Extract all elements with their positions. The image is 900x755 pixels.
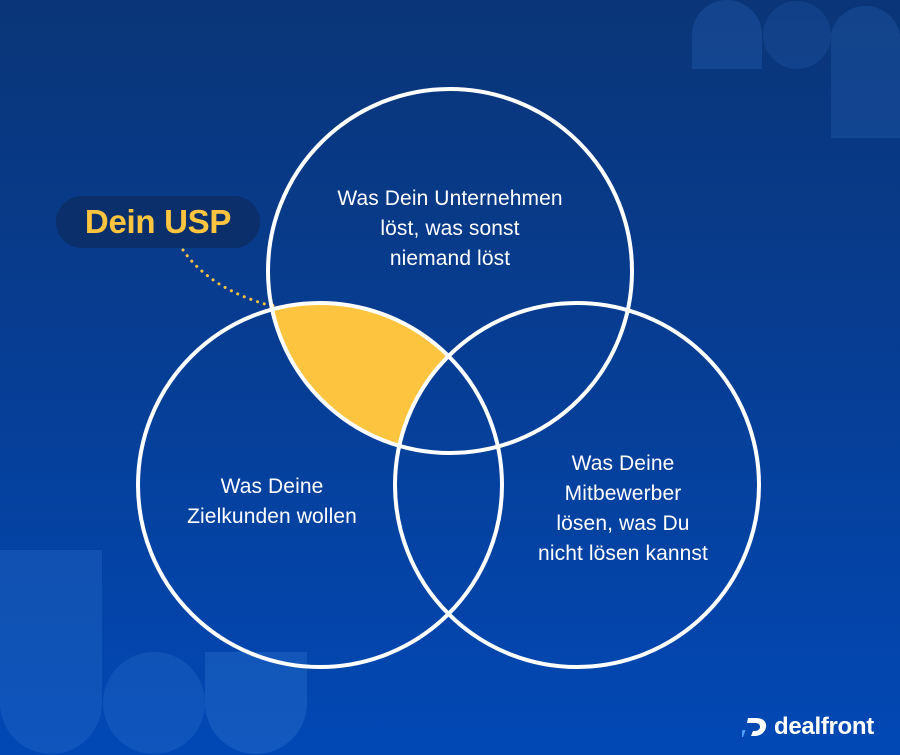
- circle-left-label: Was Deine Zielkunden wollen: [172, 472, 372, 532]
- decor-shapes-top-right: [692, 0, 900, 138]
- circle-right-line-2: Mitbewerber: [564, 482, 682, 505]
- circle-right-line-1: Was Deine: [571, 452, 675, 475]
- circle-right-label: Was Deine Mitbewerber lösen, was Du nich…: [512, 449, 734, 569]
- decor-shapes-bottom-left: [0, 550, 307, 754]
- circle-left: [136, 301, 504, 669]
- brand-logo: dealfront: [742, 711, 874, 743]
- usp-callout-label: Dein USP: [84, 203, 232, 240]
- brand-name: dealfront: [774, 713, 874, 740]
- circle-right-line-3: lösen, was Du: [556, 512, 690, 535]
- circle-right: [393, 301, 761, 669]
- circle-left-line-1: Was Deine: [220, 475, 324, 498]
- circle-top-label: Was Dein Unternehmen löst, was sonst nie…: [300, 184, 600, 274]
- usp-connector-dotted-line: [181, 248, 274, 308]
- dealfront-logo-icon: [742, 718, 767, 737]
- circle-top-line-3: niemand löst: [389, 247, 511, 270]
- circle-top: [266, 87, 634, 455]
- circle-right-line-4: nicht lösen kannst: [538, 542, 708, 565]
- usp-highlight-region: [268, 303, 502, 453]
- usp-callout-pill: Dein USP: [56, 196, 260, 248]
- circle-top-line-1: Was Dein Unternehmen: [337, 187, 563, 210]
- circle-left-line-2: Zielkunden wollen: [187, 505, 357, 528]
- circle-top-line-2: löst, was sonst: [380, 217, 520, 240]
